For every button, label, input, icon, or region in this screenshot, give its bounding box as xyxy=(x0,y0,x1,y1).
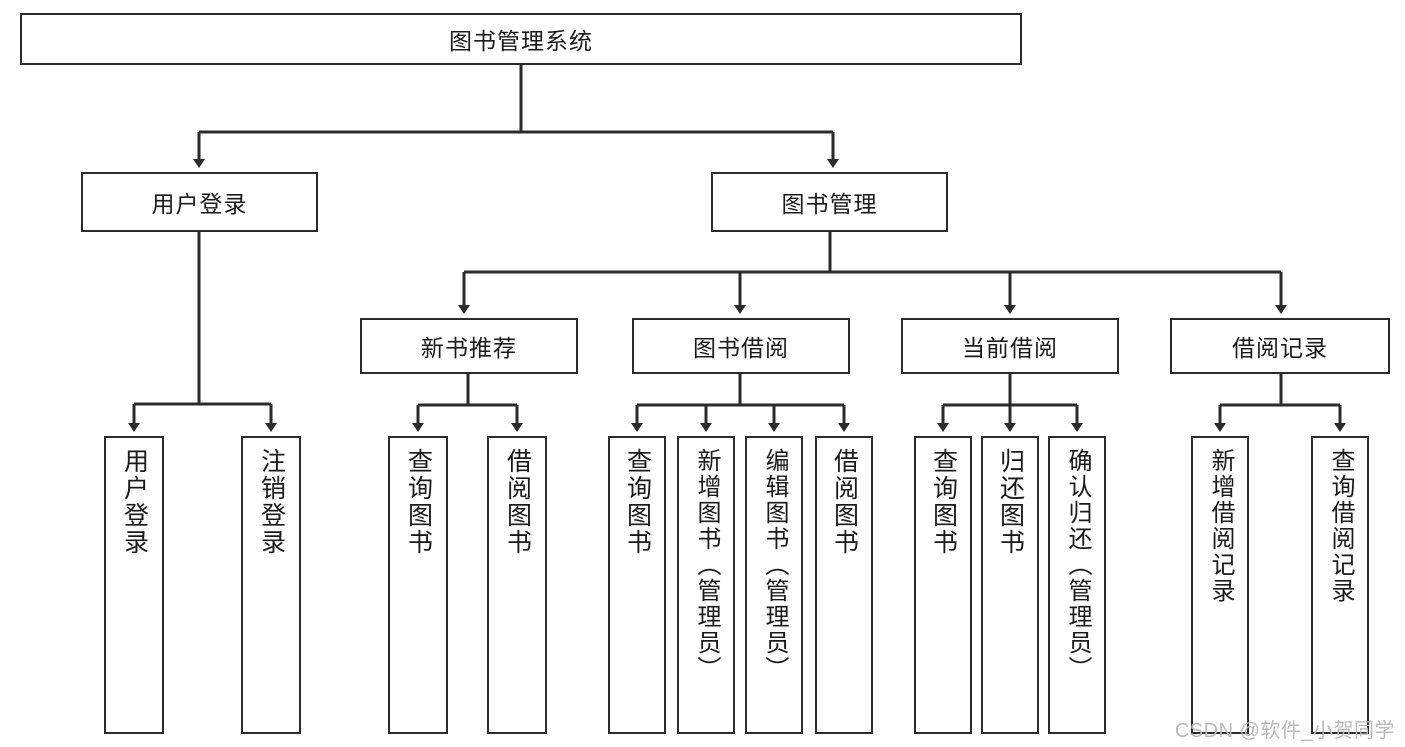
leaf-current-return-book[interactable]: 归还图书 xyxy=(981,436,1039,734)
node-label: 新书推荐 xyxy=(421,335,517,361)
leaf-current-confirm-return-admin[interactable]: 确认归还（管理员） xyxy=(1048,436,1106,734)
node-label: 查询图书 xyxy=(404,448,433,556)
node-book-borrow[interactable]: 图书借阅 xyxy=(632,318,850,374)
node-current-borrow[interactable]: 当前借阅 xyxy=(901,318,1119,374)
leaf-user-login[interactable]: 用户登录 xyxy=(104,436,164,734)
leaf-user-logout[interactable]: 注销登录 xyxy=(241,436,301,734)
node-label: 图书借阅 xyxy=(693,335,789,361)
leaf-current-query-book[interactable]: 查询图书 xyxy=(914,436,972,734)
node-label: 查询借阅记录 xyxy=(1326,448,1354,604)
node-new-book-recommend[interactable]: 新书推荐 xyxy=(360,318,578,374)
node-user-login[interactable]: 用户登录 xyxy=(81,172,318,232)
node-label: 注销登录 xyxy=(257,448,286,556)
node-label: 确认归还（管理员） xyxy=(1063,448,1091,682)
node-root-book-management-system[interactable]: 图书管理系统 xyxy=(20,13,1022,65)
node-label: 查询图书 xyxy=(623,448,652,556)
node-label: 当前借阅 xyxy=(962,335,1058,361)
leaf-borrow-edit-book-admin[interactable]: 编辑图书（管理员） xyxy=(745,436,803,734)
leaf-record-query-borrow-record[interactable]: 查询借阅记录 xyxy=(1311,436,1369,734)
node-label: 查询图书 xyxy=(929,448,958,556)
node-label: 图书管理系统 xyxy=(449,28,593,54)
leaf-recommend-query-book[interactable]: 查询图书 xyxy=(388,436,448,734)
leaf-borrow-query-book[interactable]: 查询图书 xyxy=(608,436,666,734)
node-label: 编辑图书（管理员） xyxy=(760,448,788,682)
leaf-borrow-borrow-book[interactable]: 借阅图书 xyxy=(815,436,873,734)
node-label: 归还图书 xyxy=(996,448,1025,556)
node-book-management[interactable]: 图书管理 xyxy=(711,172,948,232)
node-label: 新增借阅记录 xyxy=(1206,448,1234,604)
watermark-text: CSDN @软件_小贺同学 xyxy=(1174,720,1395,742)
node-label: 借阅记录 xyxy=(1232,335,1328,361)
node-label: 借阅图书 xyxy=(503,448,532,556)
node-borrow-record[interactable]: 借阅记录 xyxy=(1170,318,1390,374)
node-label: 借阅图书 xyxy=(830,448,859,556)
node-label: 新增图书（管理员） xyxy=(692,448,720,682)
node-label: 用户登录 xyxy=(120,448,149,556)
leaf-recommend-borrow-book[interactable]: 借阅图书 xyxy=(487,436,547,734)
node-label: 图书管理 xyxy=(781,191,878,217)
leaf-record-add-borrow-record[interactable]: 新增借阅记录 xyxy=(1191,436,1249,734)
leaf-borrow-add-book-admin[interactable]: 新增图书（管理员） xyxy=(677,436,735,734)
node-label: 用户登录 xyxy=(151,191,248,217)
